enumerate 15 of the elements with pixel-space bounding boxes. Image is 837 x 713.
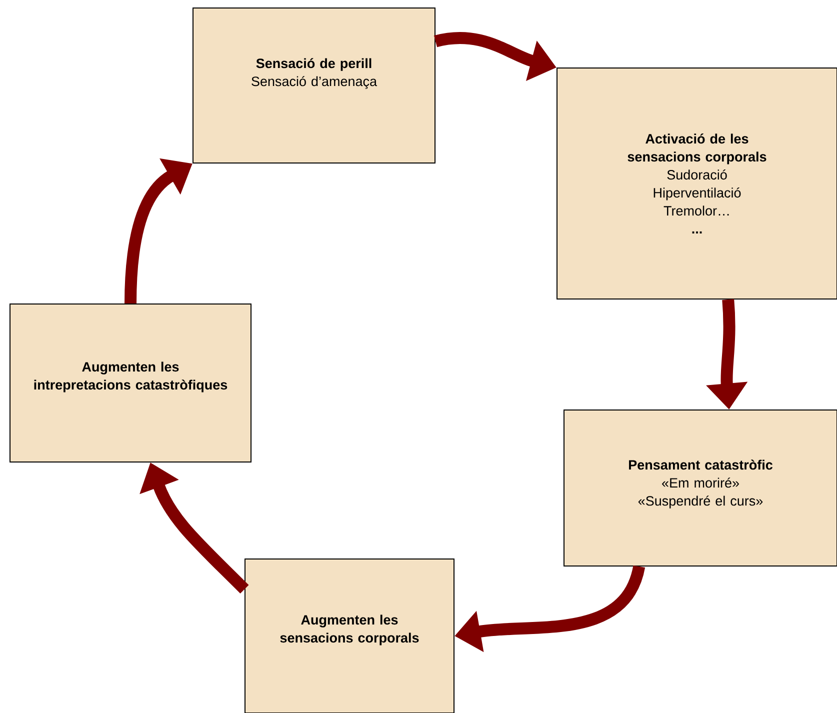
box-text: Activació de les sensacions corporals Sudoració Hiperventilació Tremolor… ...	[628, 134, 766, 234]
node-label: Tremolor…	[664, 206, 729, 216]
node-label: Activació de les sensacions corporals	[628, 134, 766, 164]
box-text: Augmenten les sensacions corporals	[280, 614, 419, 646]
box-text: Augmenten les intrepretacions catastròfiques	[34, 362, 228, 392]
process-box	[556, 68, 837, 300]
box-text: Sensació de perill Sensació d’amenaça	[252, 58, 378, 89]
process-box	[564, 410, 837, 566]
node-label: ...	[692, 231, 702, 234]
box-text: Pensament catastròfic «Em moriré» «Suspendré el curs»	[629, 460, 772, 508]
node-label: Sudoració	[667, 170, 727, 180]
process-box	[10, 304, 252, 462]
process-box	[192, 8, 436, 164]
process-box	[244, 558, 454, 713]
node-label: Hiperventilació	[654, 188, 741, 200]
